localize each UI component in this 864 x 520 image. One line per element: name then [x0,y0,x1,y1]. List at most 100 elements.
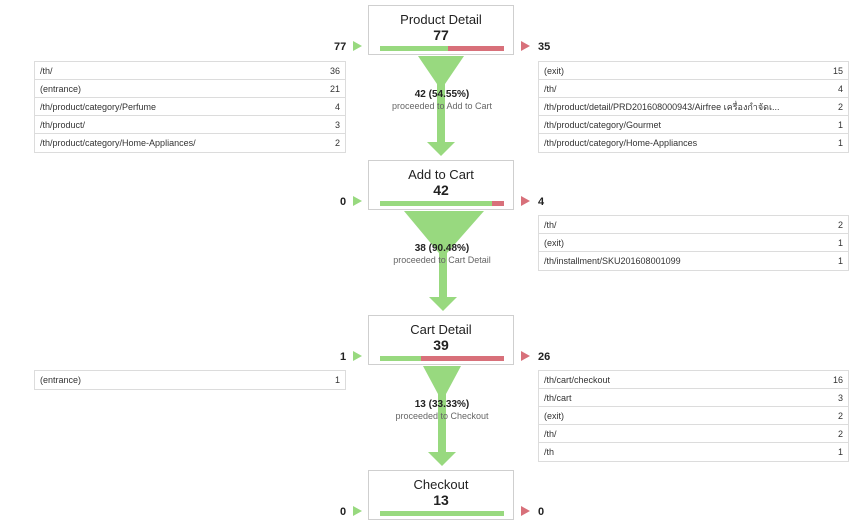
row-label: /th/product/ [40,119,86,130]
table-row[interactable]: /th/cart/checkout 16 [539,371,848,389]
row-value: 21 [329,83,340,94]
entrance-arrow-icon [353,351,362,361]
table-row[interactable]: /th/36 [35,62,345,80]
continued-portion [380,356,421,361]
row-value: 1 [837,138,843,148]
row-value: 1 [837,119,843,130]
table-row[interactable]: /th/product/3 [35,116,345,134]
exit-destinations-table: /th/2 (exit)1 /th/installment/SKU2016080… [538,215,849,271]
exit-arrow-icon [521,351,530,361]
table-row[interactable]: /th 1 [539,443,848,461]
table-row[interactable]: /th/2 [539,216,848,234]
row-value: 2 [837,428,843,439]
table-row[interactable]: /th/2 [539,425,848,443]
row-value: 2 [334,138,340,148]
row-label: /th/product/category/Home-Appliances [544,138,698,148]
continued-portion [380,46,449,51]
dropoff-portion [448,46,504,51]
row-label: /th/ [544,219,557,230]
step-cart-detail[interactable]: Cart Detail 39 [368,315,514,365]
dropoff-portion [491,201,504,206]
proceeded-value: 38 (90.48%) [414,243,470,254]
exit-arrow-icon [521,506,530,516]
step-add-to-cart[interactable]: Add to Cart 42 [368,160,514,210]
proceeded-text: proceeded to Cart Detail [393,255,491,265]
step-product-detail[interactable]: Product Detail 77 [368,5,514,55]
table-row[interactable]: /th/product/category/Home-Appliances 1 [539,134,848,152]
row-label: /th/product/category/Home-Appliances/ [40,138,196,148]
funnel-connector [423,366,461,466]
table-row[interactable]: (exit) 15 [539,62,848,80]
row-label: /th/ [544,83,557,94]
row-value: 4 [334,101,340,112]
proceeded-text: proceeded to Add to Cart [391,101,493,111]
table-row[interactable]: (exit)1 [539,234,848,252]
row-label: (entrance) [40,83,82,94]
step-count: 77 [433,27,449,43]
entrances-count: 0 [340,196,347,208]
row-label: /th/ [544,428,557,439]
continued-portion [380,511,504,516]
step-count: 42 [433,182,449,198]
step-name: Checkout [413,477,469,492]
continued-portion [380,201,492,206]
proceeded-label: 13 (33.33%) proceeded to Checkout [370,399,514,421]
row-label: (exit) [544,65,564,76]
exits-count: 35 [538,41,551,53]
step-progress-bar [380,201,504,206]
exit-destinations-table: /th/cart/checkout 16 /th/cart 3 (exit) 2 /t… [538,370,849,462]
row-value: 2 [837,219,843,230]
entrance-arrow-icon [353,506,362,516]
entrances-count: 0 [340,506,347,518]
entrance-sources-table: (entrance) 1 [34,370,346,390]
table-row[interactable]: (entrance) 1 [35,371,345,389]
row-value: 1 [837,447,843,457]
row-value: 4 [837,83,843,94]
step-count: 13 [433,492,449,508]
row-label: /th/product/detail/PRD201608000943/Airfr… [544,101,780,112]
row-value: 2 [837,410,843,421]
row-label: (exit) [544,410,564,421]
exit-destinations-table: (exit) 15 /th/4 /th/product/detail/PRD201… [538,61,849,153]
exit-arrow-icon [521,196,530,206]
table-row[interactable]: /th/product/category/Gourmet 1 [539,116,848,134]
entrances-count: 1 [340,351,347,363]
row-value: 15 [832,65,843,76]
step-progress-bar [380,511,504,516]
table-row[interactable]: /th/installment/SKU201608001099 1 [539,252,848,270]
proceeded-value: 42 (54.55%) [414,89,470,100]
row-label: /th [544,447,555,457]
row-label: /th/product/category/Gourmet [544,119,662,130]
dropoff-portion [420,356,504,361]
step-name: Product Detail [400,12,482,27]
entrance-arrow-icon [353,41,362,51]
exits-count: 4 [538,196,545,208]
step-checkout[interactable]: Checkout 13 [368,470,514,520]
row-value: 16 [832,374,843,385]
row-value: 1 [837,256,843,266]
table-row[interactable]: (exit) 2 [539,407,848,425]
row-value: 1 [334,375,340,385]
row-value: 3 [837,392,843,403]
step-progress-bar [380,46,504,51]
table-row[interactable]: /th/product/category/Perfume 4 [35,98,345,116]
table-row[interactable]: (entrance) 21 [35,80,345,98]
row-label: /th/installment/SKU201608001099 [544,256,681,266]
step-count: 39 [433,337,449,353]
step-name: Cart Detail [410,322,472,337]
table-row[interactable]: /th/product/category/Home-Appliances/2 [35,134,345,152]
table-row[interactable]: /th/product/detail/PRD201608000943/Airfr… [539,98,848,116]
table-row[interactable]: /th/cart 3 [539,389,848,407]
row-value: 36 [329,65,340,76]
proceeded-label: 38 (90.48%) proceeded to Cart Detail [370,243,514,265]
table-row[interactable]: /th/4 [539,80,848,98]
row-value: 2 [837,101,843,112]
row-label: /th/cart [544,392,572,403]
entrance-arrow-icon [353,196,362,206]
row-label: /th/product/category/Perfume [40,101,157,112]
row-value: 3 [334,119,340,130]
row-label: (entrance) [40,375,82,385]
entrances-count: 77 [334,41,347,53]
row-label: /th/cart/checkout [544,374,611,385]
proceeded-text: proceeded to Checkout [395,411,489,421]
